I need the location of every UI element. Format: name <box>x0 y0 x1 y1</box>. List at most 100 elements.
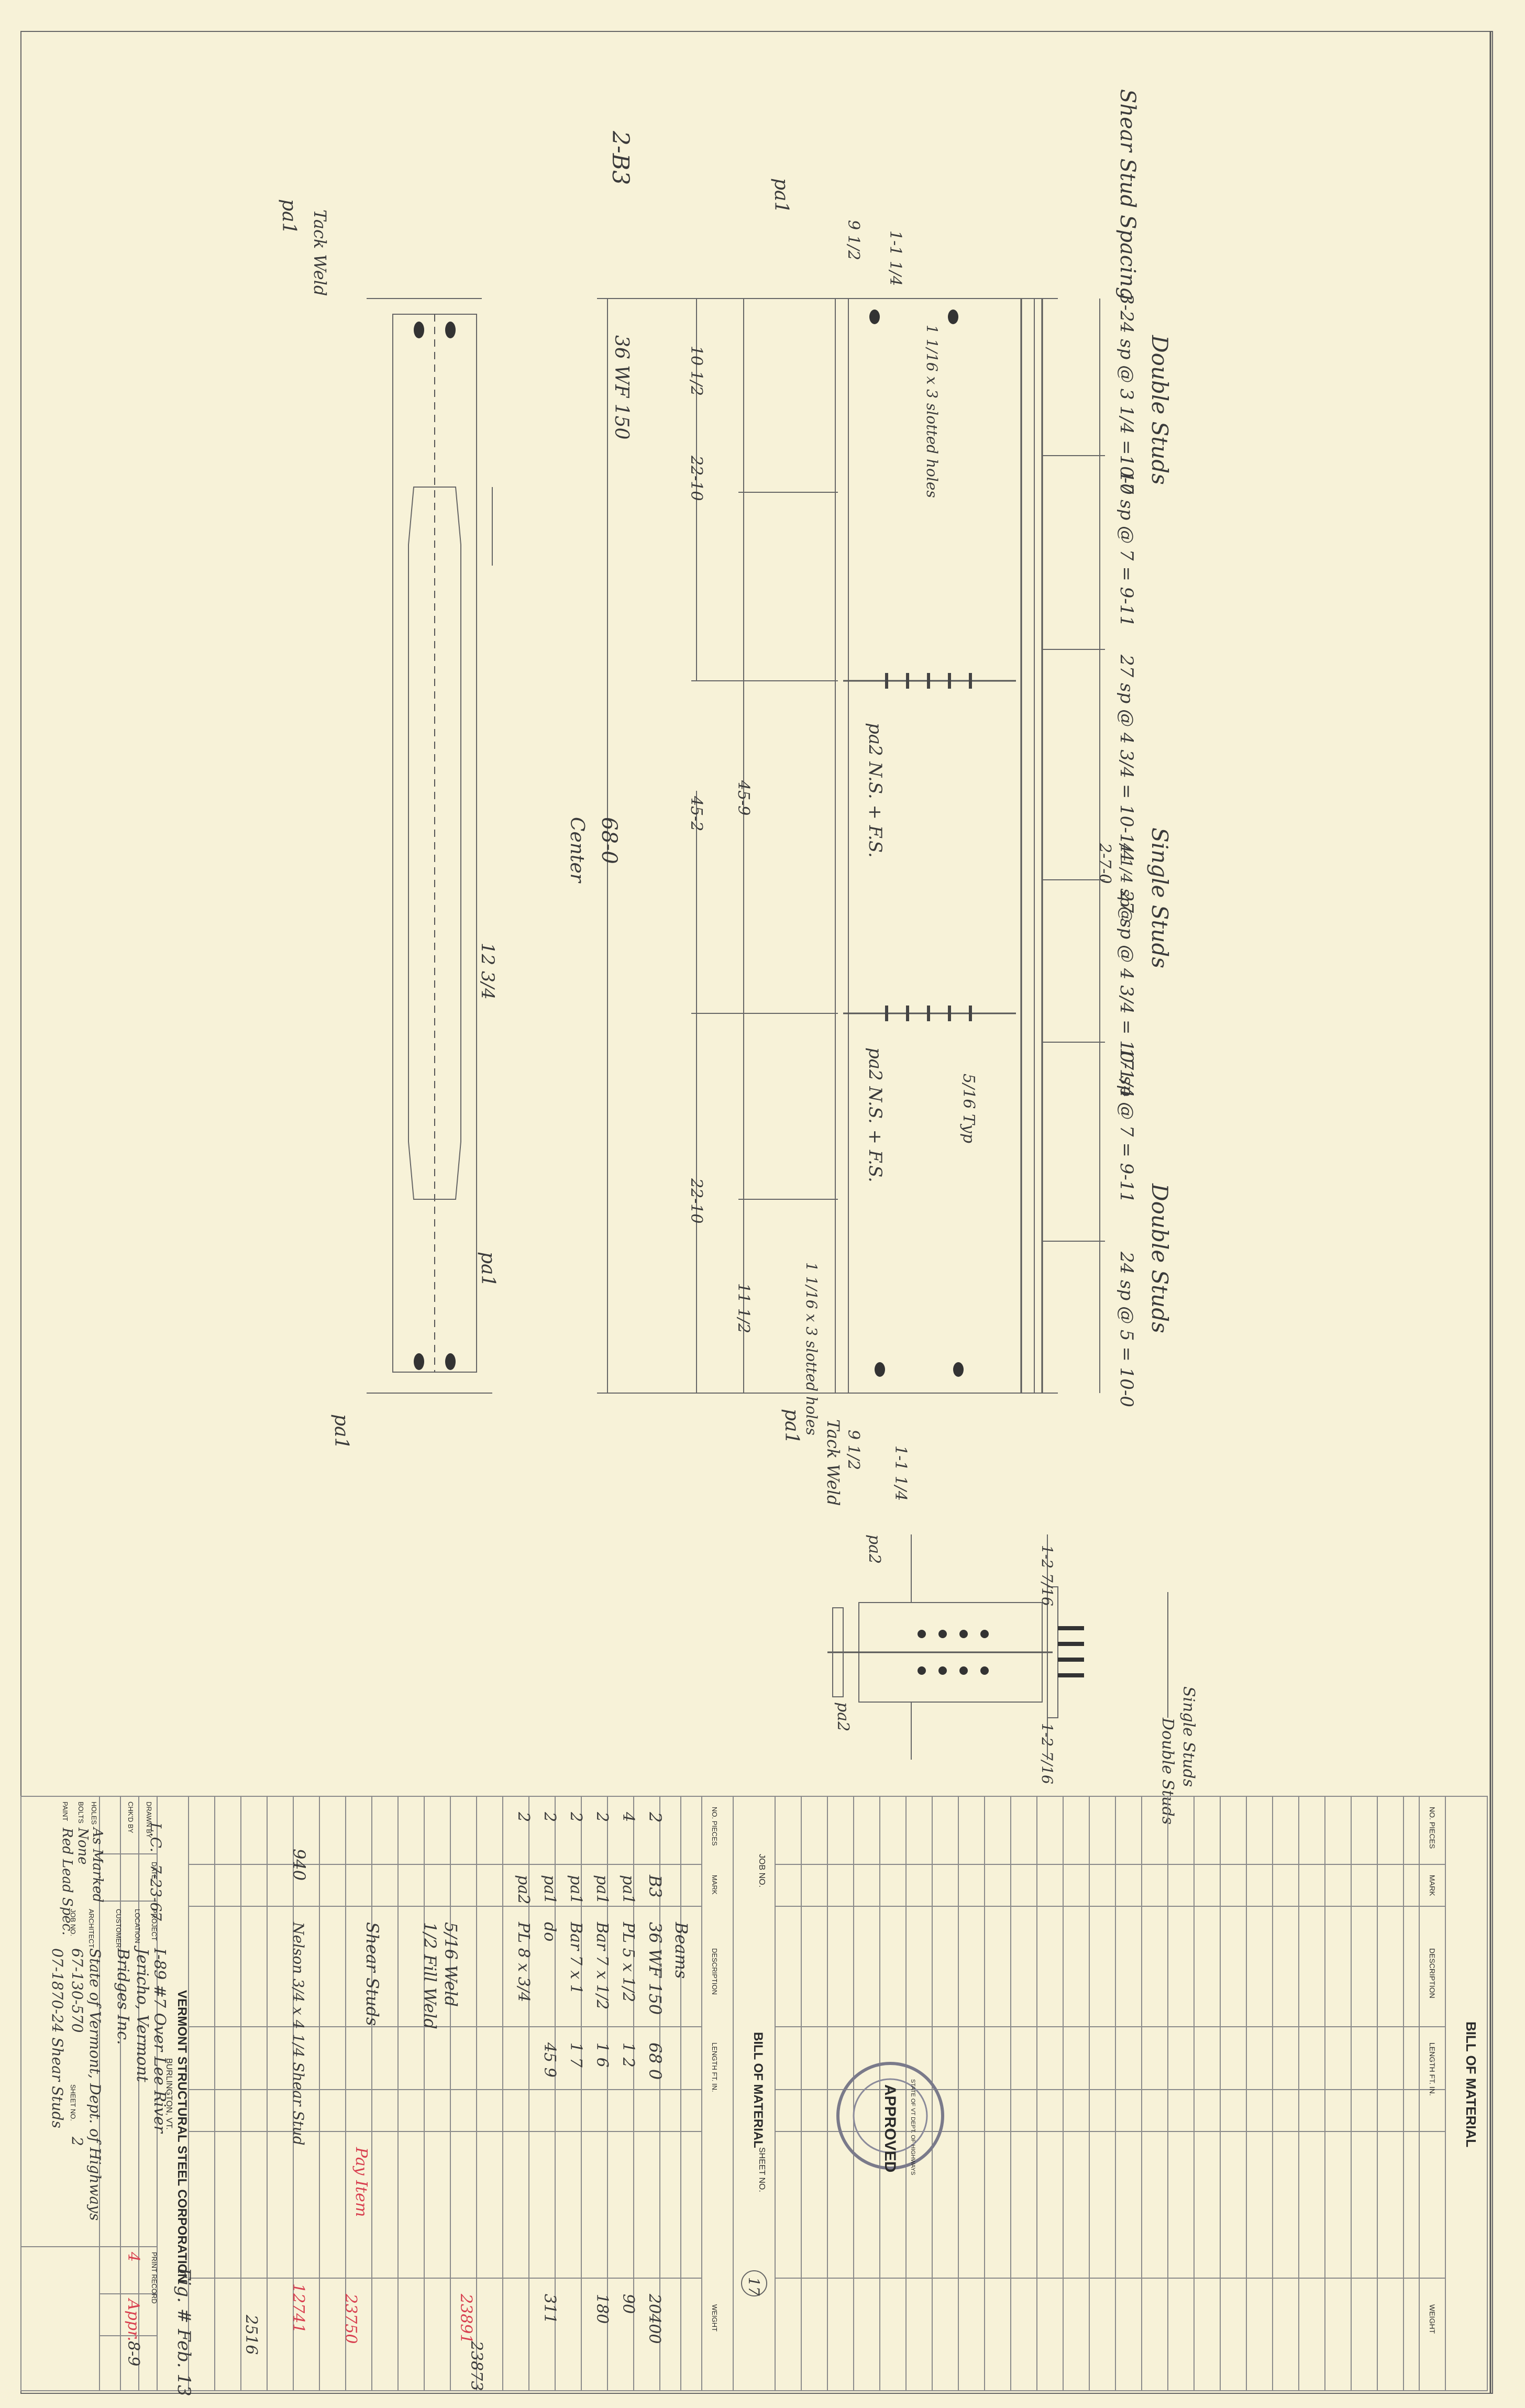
svg-text:pa2: pa2 <box>834 1702 852 1731</box>
svg-text:180: 180 <box>593 2294 611 2324</box>
svg-text:JOB NO.: JOB NO. <box>69 1909 77 1936</box>
svg-text:Tack Weld: Tack Weld <box>823 1419 843 1506</box>
shear-stud-spacing-label: Shear Stud Spacing <box>1115 89 1140 301</box>
svg-text:Bridges Inc.: Bridges Inc. <box>114 1948 132 2045</box>
svg-text:2: 2 <box>593 1811 611 1822</box>
bom-row: 2 pa2 PL 8 x 3/4 <box>514 1811 533 2002</box>
svg-text:NO. PIECES: NO. PIECES <box>1428 1807 1436 1849</box>
double-studs-label: Double Studs <box>1147 335 1173 485</box>
svg-text:PROJECT: PROJECT <box>150 1909 158 1941</box>
svg-text:7-23-67: 7-23-67 <box>147 1864 164 1921</box>
svg-text:DATE: DATE <box>150 1862 158 1880</box>
svg-text:1/2 Fill Weld: 1/2 Fill Weld <box>420 1922 440 2029</box>
svg-text:CHK'D BY: CHK'D BY <box>127 1802 135 1833</box>
svg-text:L.C.: L.C. <box>147 1822 164 1852</box>
svg-text:24 sp @ 5 = 10-0: 24 sp @ 5 = 10-0 <box>1116 1251 1137 1407</box>
svg-text:Nelson 3/4 x 4 1/4 Shear Stud: Nelson 3/4 x 4 1/4 Shear Stud <box>290 1921 307 2146</box>
svg-text:67-130-570: 67-130-570 <box>69 1948 86 2033</box>
svg-text:27 sp @ 4 3/4 = 10-1/4: 27 sp @ 4 3/4 = 10-1/4 <box>1116 654 1137 862</box>
svg-text:2: 2 <box>567 1811 585 1822</box>
bom-row: 2 pa1 Bar 7 x 1 1 7 <box>567 1811 585 2068</box>
bom-main <box>188 1796 776 2391</box>
svg-text:27 sp @ 4 3/4 = 10-1/4: 27 sp @ 4 3/4 = 10-1/4 <box>1116 890 1137 1098</box>
svg-text:11 1/2: 11 1/2 <box>734 1283 753 1333</box>
svg-text:pa1: pa1 <box>477 1252 499 1287</box>
svg-text:1 2: 1 2 <box>619 2042 637 2068</box>
svg-text:1-1 1/4: 1-1 1/4 <box>886 230 904 286</box>
svg-text:9 1/2: 9 1/2 <box>844 1430 863 1470</box>
svg-text:07-1870-24 Shear Studs: 07-1870-24 Shear Studs <box>49 1948 66 2128</box>
svg-text:do: do <box>540 1922 559 1941</box>
svg-text:Bar 7 x 1/2: Bar 7 x 1/2 <box>593 1921 611 2009</box>
bom-row: 2 B3 36 WF 150 68 0 20400 <box>645 1811 665 2344</box>
svg-text:STATE OF VT DEPT. OF HIGHWAYS: STATE OF VT DEPT. OF HIGHWAYS <box>910 2079 916 2175</box>
svg-text:45-2: 45-2 <box>687 796 705 831</box>
svg-text:State of Vermont, Dept. of Hig: State of Vermont, Dept. of Highways <box>86 1948 104 2221</box>
svg-text:8-9: 8-9 <box>124 2341 142 2366</box>
svg-text:12 3/4: 12 3/4 <box>477 943 498 1000</box>
svg-text:23891: 23891 <box>457 2293 475 2344</box>
svg-text:23873: 23873 <box>467 2340 485 2391</box>
svg-text:pa1: pa1 <box>770 178 792 213</box>
svg-text:2-7-0: 2-7-0 <box>1096 843 1114 884</box>
svg-text:1 6: 1 6 <box>593 2042 611 2068</box>
svg-text:20400: 20400 <box>645 2293 664 2344</box>
svg-text:1-1 1/4: 1-1 1/4 <box>891 1445 910 1501</box>
svg-text:ARCHITECT: ARCHITECT <box>87 1909 95 1948</box>
svg-text:22-10: 22-10 <box>687 455 705 501</box>
svg-text:5/16 Typ: 5/16 Typ <box>959 1074 978 1143</box>
svg-text:pa1: pa1 <box>278 199 300 234</box>
svg-text:2: 2 <box>514 1811 533 1822</box>
svg-text:WEIGHT: WEIGHT <box>711 2304 719 2332</box>
svg-text:DESCRIPTION: DESCRIPTION <box>1428 1948 1436 1998</box>
svg-text:WEIGHT: WEIGHT <box>1428 2304 1436 2334</box>
company-name: VERMONT STRUCTURAL STEEL CORPORATION <box>175 1990 189 2283</box>
svg-text:MARK: MARK <box>1428 1875 1436 1896</box>
svg-text:45-9: 45-9 <box>734 780 753 815</box>
bom-row: 2 pa1 Bar 7 x 1/2 1 6 180 <box>593 1811 611 2324</box>
svg-text:36 WF 150: 36 WF 150 <box>645 1922 665 2015</box>
svg-text:BOLTS: BOLTS <box>77 1802 85 1824</box>
svg-text:1-2 7/16: 1-2 7/16 <box>1038 1723 1056 1784</box>
svg-text:Pay Item: Pay Item <box>352 2147 370 2217</box>
svg-text:2: 2 <box>69 2136 86 2146</box>
svg-text:pa2 N.S. + F.S.: pa2 N.S. + F.S. <box>865 1047 886 1183</box>
svg-text:Beams: Beams <box>671 1921 691 1979</box>
svg-text:As Marked: As Marked <box>90 1827 105 1903</box>
bom-row: Beams <box>671 1921 691 1979</box>
svg-text:2516: 2516 <box>242 2314 260 2355</box>
bom-top-rows <box>801 1796 1404 2391</box>
svg-text:LENGTH FT. IN.: LENGTH FT. IN. <box>1428 2042 1436 2096</box>
svg-text:pa2 N.S. + F.S.: pa2 N.S. + F.S. <box>865 723 886 858</box>
svg-text:12741: 12741 <box>289 2283 307 2333</box>
svg-text:PL 5 x 1/2: PL 5 x 1/2 <box>619 1921 637 2002</box>
svg-text:MARK: MARK <box>711 1875 719 1895</box>
svg-text:PL 8 x 3/4: PL 8 x 3/4 <box>514 1921 533 2002</box>
section-label: 36 WF 150 <box>611 335 632 439</box>
svg-text:1 7: 1 7 <box>567 2042 585 2068</box>
bom-row: 2 pa1 do 45 9 311 <box>540 1811 559 2324</box>
bom-main-rows <box>214 1796 681 2391</box>
svg-text:22-10: 22-10 <box>687 1178 705 1223</box>
section-detail: pa2 pa2 1-2 7/16 1-2 7/16 Single Studs D… <box>827 1534 1198 1825</box>
double-studs-label-2: Double Studs <box>1147 1183 1173 1333</box>
center-label: Center <box>566 817 588 883</box>
svg-text:17 sp @ 7 = 9-11: 17 sp @ 7 = 9-11 <box>1116 1047 1137 1203</box>
svg-text:1 1/16 x 3 slotted holes: 1 1/16 x 3 slotted holes <box>803 1262 820 1435</box>
svg-text:Fig. # Feb. 13: Fig. # Feb. 13 <box>173 2267 194 2396</box>
svg-text:1 1/16 x 3 slotted holes: 1 1/16 x 3 slotted holes <box>923 325 941 498</box>
svg-text:1-2 7/16: 1-2 7/16 <box>1038 1545 1056 1606</box>
bom-main-title: BILL OF MATERIAL <box>751 2032 765 2148</box>
svg-text:LOCATION: LOCATION <box>134 1909 141 1943</box>
svg-text:17 sp @ 7 = 9-11: 17 sp @ 7 = 9-11 <box>1116 471 1137 627</box>
mark-main: 2-B3 <box>607 130 634 185</box>
svg-text:311: 311 <box>540 2294 559 2324</box>
svg-text:pa2: pa2 <box>865 1534 883 1564</box>
svg-text:9 1/2: 9 1/2 <box>844 220 863 260</box>
svg-text:None: None <box>75 1827 91 1865</box>
drawing-annotations: Shear Stud Spacing 3-24 sp @ 3 1/4 =10-0… <box>278 89 1173 1506</box>
svg-text:pa1: pa1 <box>619 1875 637 1904</box>
svg-text:pa1: pa1 <box>781 1409 802 1444</box>
svg-text:APPROVED: APPROVED <box>881 2084 899 2172</box>
